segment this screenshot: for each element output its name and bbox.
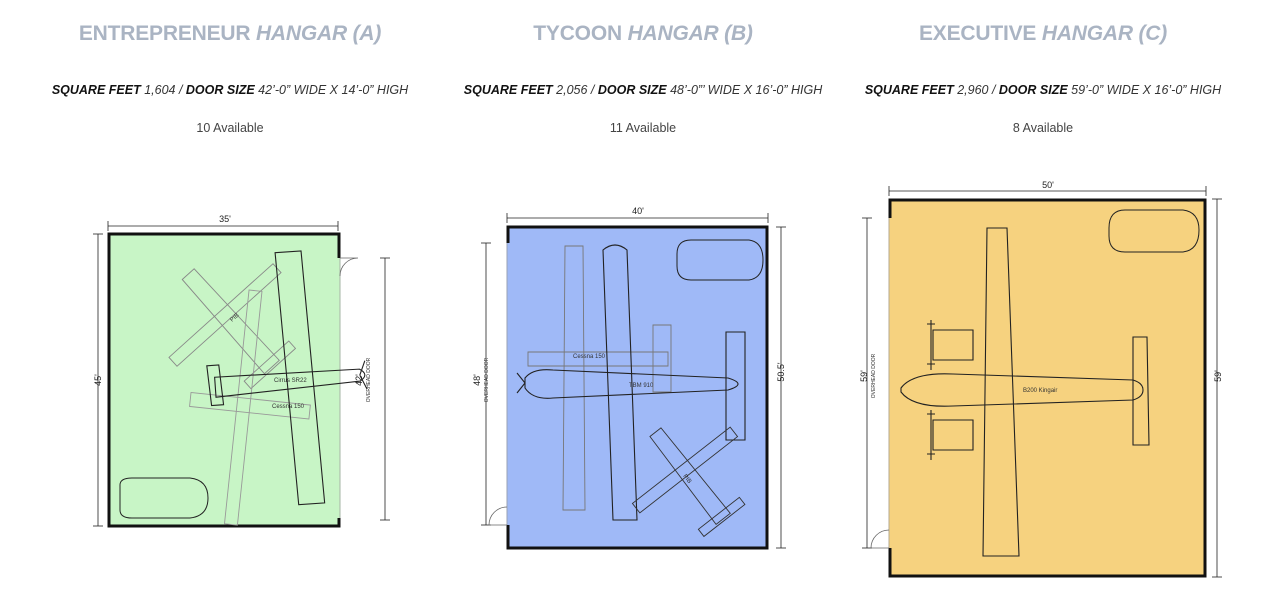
hangar-floor <box>888 198 1207 578</box>
hangar-c-panel: EXECUTIVE HANGAR (C) SQUARE FEET 2,960 /… <box>843 0 1243 612</box>
door-caption: OVERHEAD DOOR <box>366 357 372 402</box>
door-size-value: 59’-0” WIDE X 16’-0” HIGH <box>1067 83 1222 97</box>
width-dim-label: 50' <box>1042 180 1054 190</box>
depth-dim-label: 45' <box>93 374 103 386</box>
car-icon <box>676 239 764 281</box>
door-swing-icon <box>870 529 890 549</box>
hangar-name: ENTREPRENEUR <box>78 22 256 45</box>
door-dimension <box>380 257 390 521</box>
width-dimension <box>107 221 339 231</box>
depth-dimension <box>776 226 786 549</box>
hangar-specs: SQUARE FEET 2,960 / DOOR SIZE 59’-0” WID… <box>843 83 1243 97</box>
airplane-pib-icon <box>631 426 746 538</box>
door-swing-icon <box>488 506 508 526</box>
aircraft-label: Cessna 150 <box>272 404 305 410</box>
door-dimension <box>862 217 872 549</box>
door-size-value: 42’-0” WIDE X 14’-0” HIGH <box>254 83 409 97</box>
availability-count: 8 Available <box>1012 121 1074 135</box>
airplane-b200-kingair-icon <box>900 227 1150 557</box>
sqft-value: 1,604 / <box>140 83 186 97</box>
width-dim-label: 40' <box>632 206 644 216</box>
door-size-value: 48’-0”’ WIDE X 16’-0” HIGH <box>666 83 823 97</box>
aircraft-label: Cessna 150 <box>573 354 606 360</box>
aircraft-label: B200 Kingair <box>1023 388 1057 394</box>
depth-dim-label: 50.5' <box>776 362 786 382</box>
hangar-a-panel: ENTREPRENEUR HANGAR (A) SQUARE FEET 1,60… <box>40 0 420 612</box>
door-caption: OVERHEAD DOOR <box>484 357 490 402</box>
width-dimension <box>506 213 769 223</box>
door-swing-icon <box>339 257 359 277</box>
aircraft-label: PIB <box>229 313 240 324</box>
door-dim-label: 42' <box>354 374 364 386</box>
hangar-designation: HANGAR (A) <box>255 22 382 45</box>
door-size-label: DOOR SIZE <box>998 83 1068 97</box>
sqft-label: SQUARE FEET <box>463 83 553 97</box>
door-dim-label: 59' <box>859 370 869 382</box>
aircraft-label: TBM 910 <box>629 383 654 389</box>
hangar-name: TYCOON <box>533 22 628 45</box>
sqft-value: 2,960 / <box>953 83 999 97</box>
door-caption: OVERHEAD DOOR <box>871 353 877 398</box>
sqft-label: SQUARE FEET <box>51 83 141 97</box>
hangar-specs: SQUARE FEET 1,604 / DOOR SIZE 42’-0” WID… <box>40 83 420 97</box>
door-size-label: DOOR SIZE <box>185 83 255 97</box>
availability-count: 11 Available <box>609 121 677 135</box>
hangar-floor <box>107 232 341 528</box>
hangar-c-floor-plan: 50' 59' OVERHEAD DOOR 59' <box>859 180 1223 578</box>
hangar-specs: SQUARE FEET 2,056 / DOOR SIZE 48’-0”’ WI… <box>433 83 853 97</box>
sqft-value: 2,056 / <box>552 83 598 97</box>
width-dim-label: 35' <box>219 214 231 224</box>
depth-dim-label: 59' <box>1213 370 1223 382</box>
car-icon <box>1108 209 1200 253</box>
hangar-designation: HANGAR (C) <box>1041 22 1168 45</box>
hangar-name: EXECUTIVE <box>918 22 1042 45</box>
width-dimension <box>888 186 1207 196</box>
airplane-cessna-150-icon <box>527 245 672 511</box>
door-dim-label: 48' <box>472 374 482 386</box>
hangar-title: TYCOON HANGAR (B) <box>433 22 853 46</box>
depth-dimension <box>93 233 103 527</box>
aircraft-label: PIB <box>681 474 692 485</box>
availability-count: 10 Available <box>196 121 264 135</box>
depth-dimension <box>1212 198 1222 578</box>
hangar-b-panel: TYCOON HANGAR (B) SQUARE FEET 2,056 / DO… <box>433 0 853 612</box>
airplane-pib-icon <box>168 263 297 390</box>
airplane-tbm-910-icon <box>516 244 746 521</box>
hangar-b-floor-plan: 40' 48' OVERHEAD DOOR 50.5' Cessna 150 <box>472 206 786 550</box>
car-icon <box>119 477 209 519</box>
airplane-cirrus-sr22-icon <box>206 250 368 506</box>
hangar-a-floor-plan: 35' 45' 42' OVERHEAD DOOR PIB <box>93 214 390 528</box>
airplane-cessna-150-icon <box>189 289 311 526</box>
aircraft-label: Cirrus SR22 <box>274 378 307 384</box>
hangar-title: ENTREPRENEUR HANGAR (A) <box>40 22 420 46</box>
hangar-title: EXECUTIVE HANGAR (C) <box>843 22 1243 46</box>
sqft-label: SQUARE FEET <box>864 83 954 97</box>
door-size-label: DOOR SIZE <box>597 83 667 97</box>
hangar-designation: HANGAR (B) <box>627 22 753 45</box>
